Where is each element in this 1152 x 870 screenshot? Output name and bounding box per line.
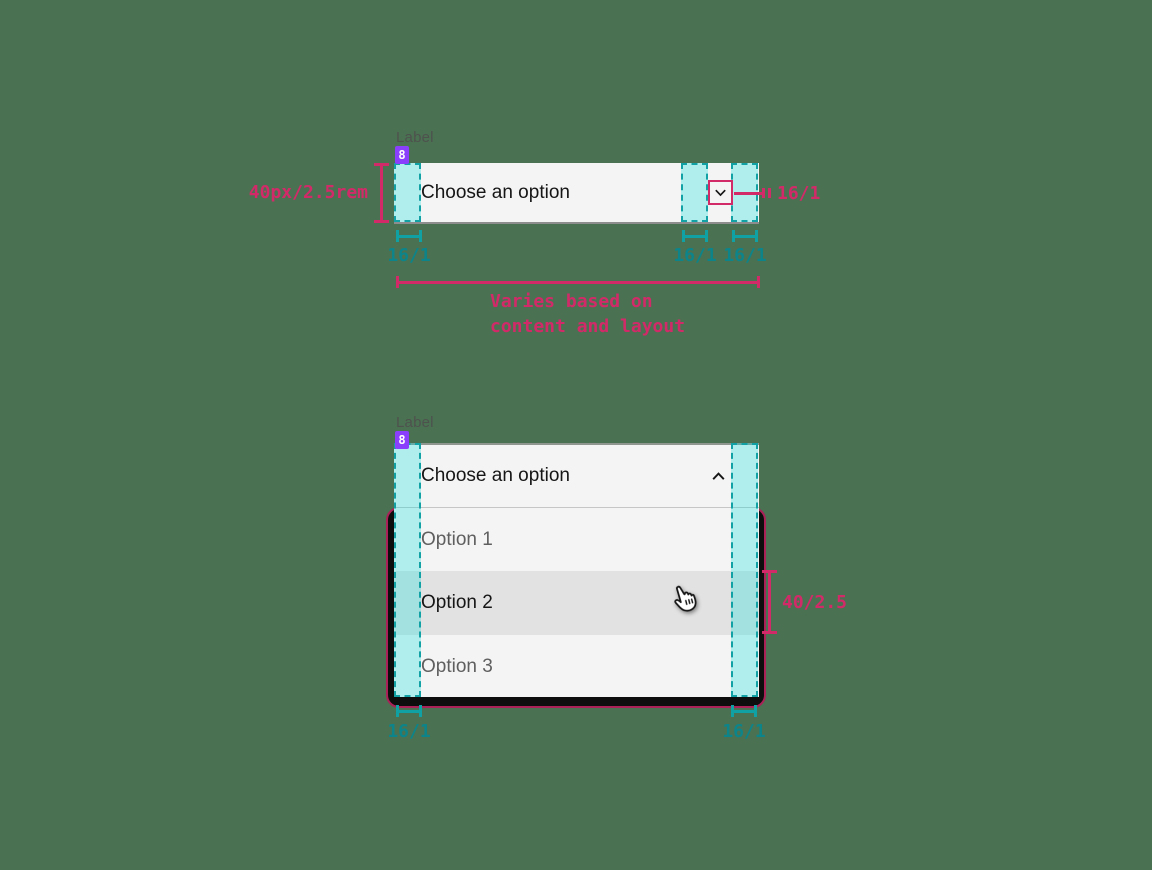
width-note-line1: Varies based on: [490, 291, 653, 312]
icon-touch-target-box: [708, 180, 733, 205]
icon-gap-overlay: [681, 163, 708, 222]
closed-dropdown-label: Label: [396, 129, 434, 146]
icon-gap-measure: 16/1: [673, 245, 717, 266]
menu-option-2[interactable]: Option 2: [394, 571, 759, 635]
spacing-badge-value: 8: [398, 433, 406, 447]
closed-select-field[interactable]: Choose an option: [394, 163, 759, 224]
padding-right-overlay: [731, 443, 758, 697]
height-bracket: [374, 163, 389, 223]
callout-tick: [768, 188, 771, 198]
padding-right-measure: 16/1: [722, 721, 766, 742]
icon-touch-target-measure: 16/1: [777, 183, 821, 204]
spacing-badge-value: 8: [398, 148, 406, 162]
hand-cursor-icon: [663, 579, 705, 627]
icon-gap-ruler: [682, 230, 708, 242]
menu-option-3[interactable]: Option 3: [421, 655, 493, 677]
padding-left-overlay: [394, 443, 421, 697]
padding-left-overlay: [394, 163, 421, 222]
icon-callout-line: [734, 192, 762, 195]
row-height-measure: 40/2.5: [782, 592, 848, 613]
padding-left-ruler: [396, 705, 422, 717]
width-ruler: [396, 276, 760, 288]
callout-tick: [762, 188, 765, 198]
menu-option-1[interactable]: Option 1: [421, 528, 493, 550]
chevron-up-icon[interactable]: [710, 468, 727, 485]
chevron-down-icon[interactable]: [713, 185, 728, 200]
open-dropdown-label: Label: [396, 414, 434, 431]
padding-right-measure: 16/1: [723, 245, 767, 266]
height-measure: 40px/2.5rem: [248, 182, 368, 203]
padding-left-measure: 16/1: [387, 245, 431, 266]
closed-select-value: Choose an option: [421, 181, 570, 203]
open-select-field[interactable]: Choose an option: [394, 443, 759, 507]
dropdown-menu: Option 1 Option 2 Option 3: [394, 507, 759, 697]
open-select-value: Choose an option: [421, 465, 570, 486]
padding-right-ruler: [731, 705, 757, 717]
padding-right-ruler: [732, 230, 758, 242]
padding-left-measure: 16/1: [387, 721, 431, 742]
label-gap-spacing-badge: 8: [395, 146, 409, 164]
row-height-bracket: [762, 570, 777, 634]
width-note-line2: content and layout: [490, 316, 686, 337]
label-gap-spacing-badge: 8: [395, 431, 409, 449]
padding-left-ruler: [396, 230, 422, 242]
